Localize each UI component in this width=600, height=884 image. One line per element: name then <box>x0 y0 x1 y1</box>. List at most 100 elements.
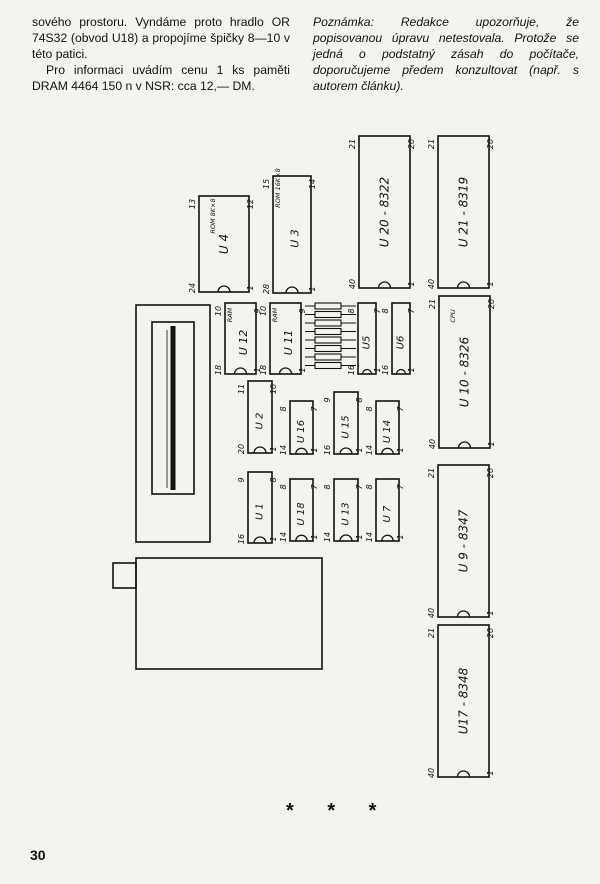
chip-u12-pin-2: 18 <box>214 365 223 375</box>
chip-u3-type: ROM 16K×8 <box>274 168 282 207</box>
chip-u11-pin-0: 10 <box>259 306 268 316</box>
chip-u5-pin-2: 16 <box>347 365 356 375</box>
chip-u18-notch <box>295 534 308 542</box>
chip-u13-pin-0: 8 <box>323 484 332 489</box>
resistor <box>314 336 342 344</box>
chip-u1-notch <box>253 536 267 544</box>
chip-u7-notch <box>381 534 394 542</box>
chip-u20-pin-0: 21 <box>348 139 357 149</box>
chip-u17-label: U17 - 8348 <box>457 667 471 734</box>
chip-u12-type: RAM <box>226 307 234 322</box>
chip-u4-pin-0: 13 <box>188 199 197 209</box>
chip-u18-label: U 18 <box>296 502 307 525</box>
resistor <box>314 353 342 361</box>
chip-u16-pin-0: 8 <box>279 406 288 411</box>
chip-u4-label: U 4 <box>217 234 231 254</box>
left-paragraph-2: Pro informaci uvádím cenu 1 ks paměti DR… <box>32 63 290 93</box>
chip-u17-pin-0: 21 <box>427 628 436 638</box>
chip-u9-pin-0: 21 <box>427 468 436 478</box>
chip-u16-notch <box>295 447 308 455</box>
chip-u13-pin-2: 14 <box>323 532 332 542</box>
chip-u2-pin-0: 11 <box>237 384 246 394</box>
chip-u6-pin-1: 7 <box>407 308 416 314</box>
chip-u14-pin-1: 7 <box>396 406 405 412</box>
chip-u7-body <box>375 478 400 542</box>
chip-u4-pin-2: 24 <box>188 283 197 293</box>
chip-u9-label: U 9 - 8347 <box>457 509 471 572</box>
chip-u15-body <box>333 391 359 455</box>
section-separator-stars: * * * <box>286 800 391 822</box>
resistor <box>314 327 342 336</box>
chip-u5-pin-3: 1 <box>373 367 382 372</box>
chip-u3-body <box>272 175 312 294</box>
chip-u15-pin-1: 8 <box>355 397 364 402</box>
expansion-slot-frame <box>135 304 211 543</box>
chip-u20-pin-2: 40 <box>348 279 357 289</box>
chip-u3-label: U 3 <box>289 229 302 248</box>
chip-u3-notch <box>285 286 299 294</box>
chip-u11-label: U 11 <box>282 330 295 356</box>
chip-u18-pin-1: 7 <box>310 484 319 490</box>
chip-u2-notch <box>253 446 267 454</box>
chip-u21-pin-3: 1 <box>486 281 495 286</box>
chip-u2-body <box>247 380 273 454</box>
chip-u5-body <box>357 302 377 375</box>
chip-u15-pin-2: 16 <box>323 445 332 455</box>
chip-u16-label: U 16 <box>296 420 307 443</box>
resistor <box>314 361 342 370</box>
chip-u5-label: U5 <box>362 336 373 350</box>
chip-u21-notch <box>456 281 471 289</box>
chip-u12-pin-3: 1 <box>253 367 262 372</box>
chip-u14-pin-3: 1 <box>396 447 405 452</box>
chip-u17-pin-3: 1 <box>486 770 495 775</box>
chip-u21-label: U 21 - 8319 <box>457 177 471 247</box>
chip-u20-body <box>358 135 411 289</box>
chip-u12-body <box>224 302 257 375</box>
chip-u16-pin-1: 7 <box>310 406 319 412</box>
chip-u6-pin-3: 1 <box>407 367 416 372</box>
chip-u18-pin-3: 1 <box>310 534 319 539</box>
chip-u16-pin-3: 1 <box>310 447 319 452</box>
chip-u10-pin-3: 1 <box>487 441 496 446</box>
chip-u14-body <box>375 400 400 455</box>
chip-u7-label: U 7 <box>382 505 393 522</box>
chip-u9-body <box>437 464 490 618</box>
chip-u16-body <box>289 400 314 455</box>
board-static-parts <box>112 302 356 670</box>
chip-u4-notch <box>217 285 231 293</box>
chip-u4-pin-1: 12 <box>246 199 255 209</box>
power-connector <box>112 562 137 589</box>
chip-u1-body <box>247 471 273 544</box>
chip-u10-label: U 10 - 8326 <box>458 336 472 407</box>
chip-u21-body <box>437 135 490 289</box>
chip-u4-body <box>198 195 250 293</box>
chip-u10-pin-1: 20 <box>487 299 496 309</box>
chip-u2-pin-1: 10 <box>269 384 278 394</box>
power-module <box>135 557 323 670</box>
resistor <box>314 310 342 319</box>
resistor <box>314 302 342 310</box>
chip-u7-pin-3: 1 <box>396 534 405 539</box>
chip-u21-pin-0: 21 <box>427 139 436 149</box>
chip-u13-label: U 13 <box>341 502 352 525</box>
resistor-network <box>305 302 356 370</box>
resistor <box>314 319 342 327</box>
chip-u11-pin-3: 1 <box>298 367 307 372</box>
chip-u11-pin-1: 9 <box>298 308 307 313</box>
chip-u13-pin-1: 7 <box>355 484 364 490</box>
chip-u18-body <box>289 478 314 542</box>
chip-u9-pin-3: 1 <box>486 610 495 615</box>
chip-u1-label: U 1 <box>255 503 266 520</box>
chip-u15-pin-3: 1 <box>355 447 364 452</box>
chip-u9-notch <box>456 610 471 618</box>
